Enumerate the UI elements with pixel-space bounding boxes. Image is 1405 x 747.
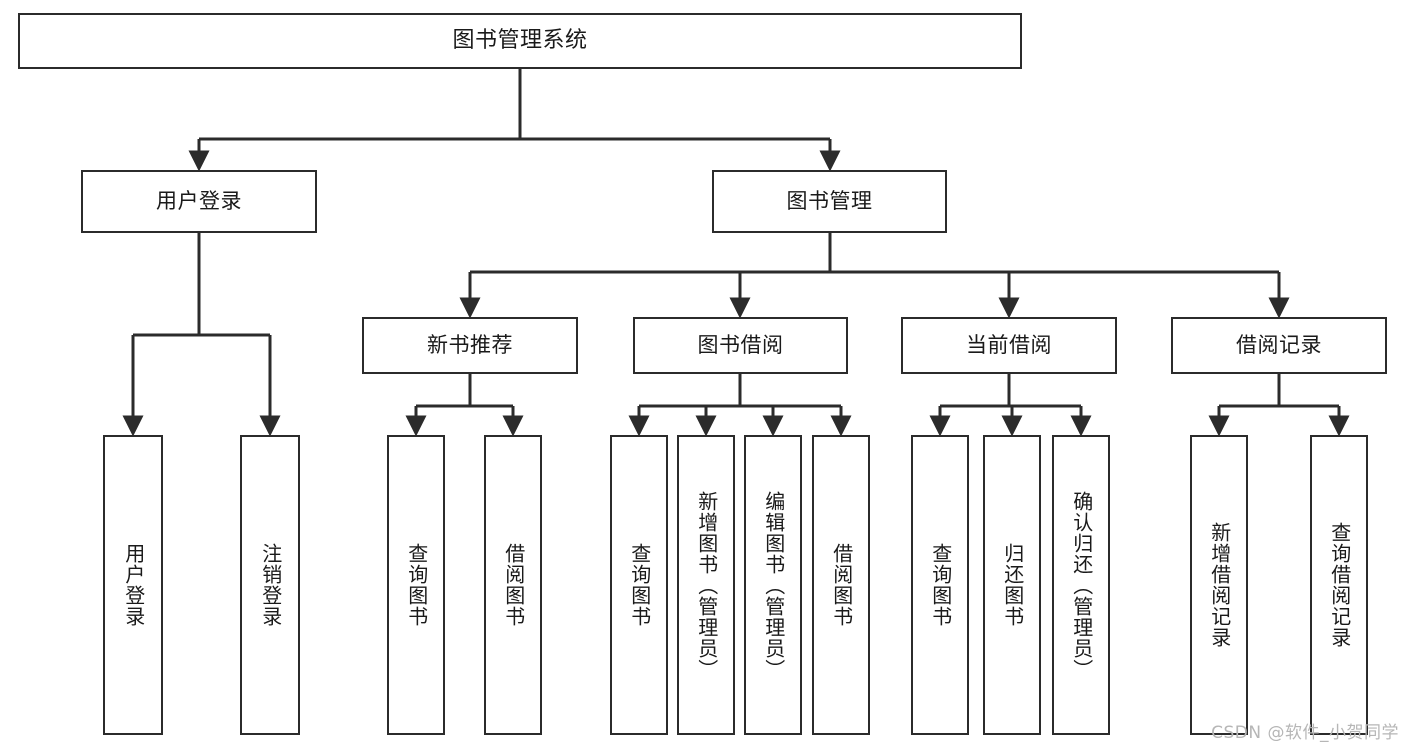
leaf-label: 查询图书 (928, 543, 953, 627)
leaf-query-book-borrow[interactable]: 查询图书 (610, 435, 668, 735)
leaf-label: 归还图书 (1000, 543, 1025, 627)
leaf-logout[interactable]: 注销登录 (240, 435, 300, 735)
node-book-management[interactable]: 图书管理 (712, 170, 947, 233)
leaf-label: 查询借阅记录 (1327, 522, 1352, 648)
node-current-borrow[interactable]: 当前借阅 (901, 317, 1117, 374)
node-user-login[interactable]: 用户登录 (81, 170, 317, 233)
node-book-borrow[interactable]: 图书借阅 (633, 317, 848, 374)
leaf-label: 借阅图书 (501, 543, 526, 627)
leaf-add-borrow-record[interactable]: 新增借阅记录 (1190, 435, 1248, 735)
leaf-confirm-return-admin[interactable]: 确认归还（管理员） (1052, 435, 1110, 735)
leaf-label: 新增图书（管理员） (694, 490, 719, 680)
leaf-user-login[interactable]: 用户登录 (103, 435, 163, 735)
leaf-label: 新增借阅记录 (1207, 522, 1232, 648)
leaf-query-borrow-record[interactable]: 查询借阅记录 (1310, 435, 1368, 735)
leaf-label: 确认归还（管理员） (1069, 490, 1094, 680)
leaf-query-book-newbook[interactable]: 查询图书 (387, 435, 445, 735)
node-borrow-records[interactable]: 借阅记录 (1171, 317, 1387, 374)
node-new-book-recommend[interactable]: 新书推荐 (362, 317, 578, 374)
leaf-edit-book-admin[interactable]: 编辑图书（管理员） (744, 435, 802, 735)
node-root[interactable]: 图书管理系统 (18, 13, 1022, 69)
leaf-label: 借阅图书 (829, 543, 854, 627)
leaf-label: 注销登录 (258, 543, 283, 627)
leaf-add-book-admin[interactable]: 新增图书（管理员） (677, 435, 735, 735)
leaf-query-book-current[interactable]: 查询图书 (911, 435, 969, 735)
leaf-borrow-book-newbook[interactable]: 借阅图书 (484, 435, 542, 735)
leaf-label: 查询图书 (627, 543, 652, 627)
leaf-label: 编辑图书（管理员） (761, 490, 786, 680)
leaf-label: 用户登录 (121, 543, 146, 627)
watermark: CSDN @软件_小贺同学 (1211, 723, 1399, 743)
leaf-label: 查询图书 (404, 543, 429, 627)
leaf-return-book[interactable]: 归还图书 (983, 435, 1041, 735)
leaf-borrow-book[interactable]: 借阅图书 (812, 435, 870, 735)
